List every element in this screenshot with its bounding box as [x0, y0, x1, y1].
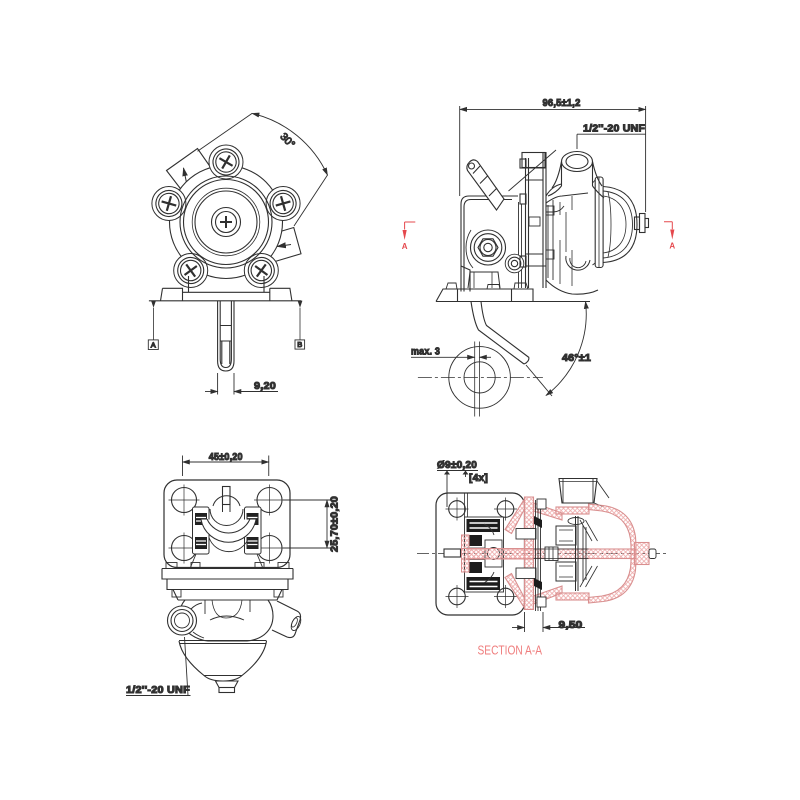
svg-text:A: A — [402, 242, 408, 251]
svg-text:96,5±1,2: 96,5±1,2 — [543, 97, 581, 109]
svg-text:1/2''-20 UNF: 1/2''-20 UNF — [126, 684, 190, 696]
svg-text:A: A — [151, 341, 156, 350]
svg-text:9,20: 9,20 — [254, 380, 276, 392]
svg-text:max. 3: max. 3 — [411, 346, 440, 358]
svg-text:B: B — [297, 340, 302, 349]
svg-text:SECTION A-A: SECTION A-A — [478, 644, 543, 658]
svg-text:[4x]: [4x] — [469, 472, 488, 484]
svg-text:A: A — [669, 242, 675, 251]
svg-text:25,70±0,20: 25,70±0,20 — [329, 496, 341, 552]
svg-text:9,50: 9,50 — [559, 619, 583, 631]
svg-text:Ø9±0,20: Ø9±0,20 — [437, 459, 477, 471]
svg-text:45±0,20: 45±0,20 — [209, 451, 243, 463]
svg-text:1/2''-20 UNF: 1/2''-20 UNF — [583, 123, 645, 135]
